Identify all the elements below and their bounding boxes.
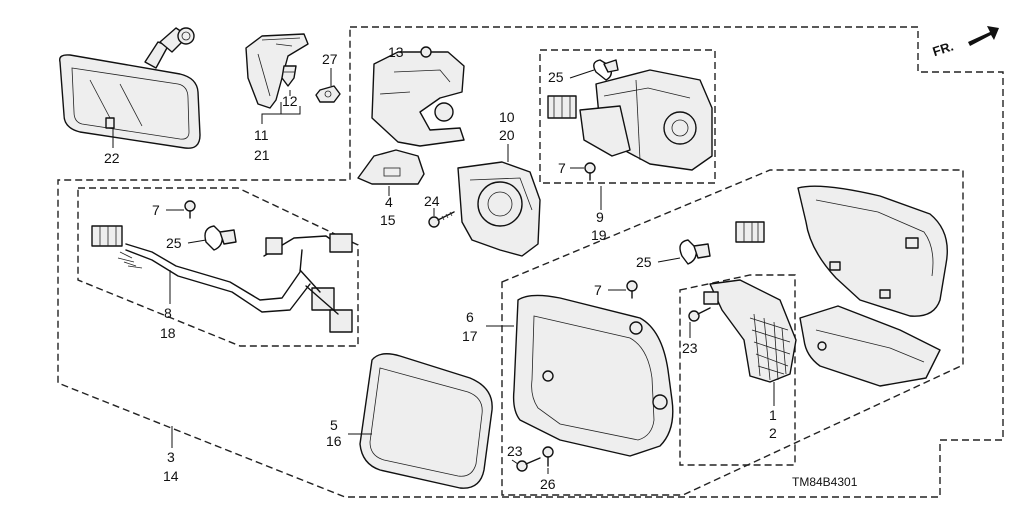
mirror-lower-cover-part (799, 305, 941, 387)
callout-24: 24 (424, 193, 440, 209)
mirror-glass-part (359, 353, 493, 489)
callout-23-right: 23 (682, 340, 698, 356)
base-garnish-part (357, 149, 425, 185)
drawing-code: TM84B4301 (792, 475, 858, 489)
callout-25-lower: 25 (636, 254, 652, 270)
front-direction-label: FR. (931, 38, 956, 59)
callout-23-left: 23 (507, 443, 523, 459)
callout-16: 16 (326, 433, 342, 449)
harness-clip-part-lower (679, 239, 711, 265)
callout-7-upper: 7 (558, 160, 566, 176)
callout-12: 12 (282, 93, 298, 109)
nut-part (315, 85, 341, 103)
callout-25-upper: 25 (548, 69, 564, 85)
callout-15: 15 (380, 212, 396, 228)
callout-14: 14 (163, 468, 179, 484)
callout-5: 5 (330, 417, 338, 433)
harness-group-boundary (77, 187, 359, 347)
callout-2: 2 (769, 425, 777, 441)
screw-part-lower (626, 280, 638, 299)
main-housing-boundary (501, 169, 964, 496)
callout-4: 4 (385, 194, 393, 210)
mirror-cover-bracket-part (245, 33, 309, 109)
mirror-base-bracket-part (371, 46, 465, 147)
actuator-plate-part (457, 161, 541, 257)
rearview-mirror-part (59, 27, 201, 149)
callout-11: 11 (254, 127, 269, 143)
callout-13: 13 (388, 44, 404, 60)
callout-8: 8 (164, 305, 172, 321)
callout-27: 27 (322, 51, 338, 67)
callout-26: 26 (540, 476, 556, 492)
tapping-screw-part (428, 211, 455, 228)
callout-numbers: 22 11 21 12 27 13 4 15 24 10 20 25 7 9 1… (104, 44, 777, 492)
callout-6: 6 (466, 309, 474, 325)
housing-frame-part (512, 294, 674, 457)
callout-20: 20 (499, 127, 515, 143)
screw-part-upper (584, 162, 596, 181)
screw-part-turn-signal (688, 307, 711, 322)
harness-clip-part-upper (593, 59, 619, 81)
front-direction-indicator: FR. (931, 26, 999, 59)
housing-connector-part (735, 221, 765, 243)
callout-1: 1 (769, 407, 777, 423)
mirror-assembly-boundary (57, 26, 1004, 498)
harness-clip-part-harness (204, 225, 237, 251)
callout-7-lower: 7 (594, 282, 602, 298)
front-arrow-icon (968, 26, 999, 46)
callout-3: 3 (167, 449, 175, 465)
screw-part-harness (184, 200, 196, 219)
mirror-actuator-part (579, 69, 713, 171)
wire-harness-part (91, 225, 353, 333)
callout-25-harness: 25 (166, 235, 182, 251)
callout-7-harness: 7 (152, 202, 160, 218)
callout-18: 18 (160, 325, 176, 341)
callout-9: 9 (596, 209, 604, 225)
actuator-connector-part (547, 95, 577, 119)
turn-signal-group-boundary (679, 274, 796, 466)
callout-19: 19 (591, 227, 607, 243)
callout-22: 22 (104, 150, 120, 166)
screw-part-lower-left (516, 457, 541, 472)
callout-10: 10 (499, 109, 515, 125)
mirror-skull-cap-part (797, 185, 948, 317)
screw-part-26 (542, 446, 554, 467)
callout-17: 17 (462, 328, 478, 344)
clip-part (281, 65, 297, 87)
turn-signal-part (703, 279, 797, 383)
callout-leaders (112, 51, 775, 474)
callout-21: 21 (254, 147, 270, 163)
